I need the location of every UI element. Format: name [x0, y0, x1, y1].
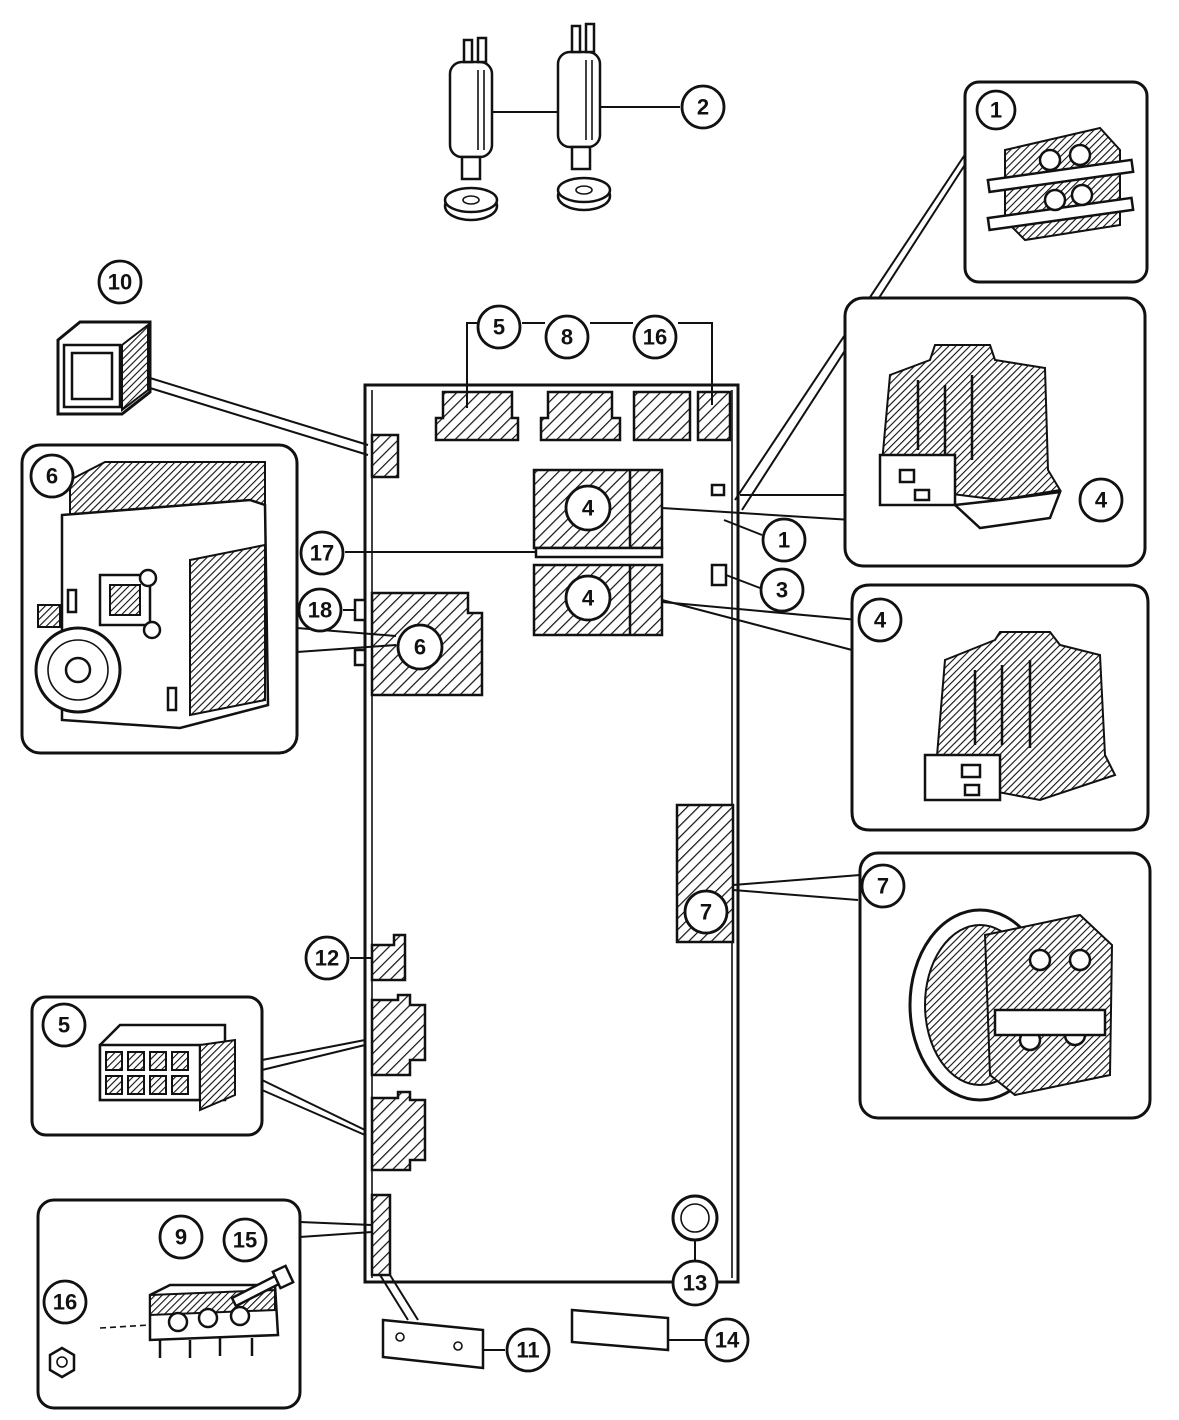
callout-15: 15: [222, 1217, 268, 1263]
callout-label: 6: [46, 464, 58, 489]
control-board: [353, 383, 740, 1284]
board-terminal-9: [370, 1193, 392, 1277]
rocker-switch-10: [56, 320, 152, 416]
board-connector-16: [632, 390, 692, 442]
callout-17: 17: [299, 530, 345, 576]
callout-label: 17: [310, 541, 334, 566]
callout-16-top: 16: [632, 314, 678, 360]
callout-4-inset-b: 4: [857, 597, 903, 643]
bracket-11: [381, 1318, 485, 1370]
callout-label: 4: [874, 608, 887, 633]
callout-label: 5: [58, 1013, 70, 1038]
callout-label: 13: [683, 1271, 707, 1296]
callout-label: 16: [643, 325, 667, 350]
callout-10: 10: [97, 259, 143, 305]
board-connector-5-b: [370, 1090, 427, 1172]
inset-5-connector: [30, 995, 264, 1137]
callout-5-top: 5: [476, 304, 522, 350]
inset-4-contactor-lower: [850, 583, 1150, 832]
callout-11: 11: [505, 1327, 551, 1373]
callout-label: 9: [175, 1225, 187, 1250]
callout-label: 11: [516, 1338, 539, 1363]
inset-4-contactor-upper: [843, 296, 1147, 568]
callout-label: 6: [414, 635, 426, 660]
board-switch-mount: [370, 433, 400, 479]
callout-label: 4: [582, 586, 595, 611]
callout-14: 14: [704, 1317, 750, 1363]
inset-1-filter: [963, 80, 1149, 284]
board-resistor-17: [534, 546, 664, 559]
callout-label: 5: [493, 315, 505, 340]
callout-13: 13: [671, 1259, 719, 1307]
capacitors-2: [443, 22, 612, 222]
callout-label: 7: [700, 900, 712, 925]
callout-3: 3: [759, 567, 805, 613]
callout-label: 3: [776, 578, 788, 603]
board-connector-8: [539, 390, 622, 442]
callout-label: 15: [233, 1228, 257, 1253]
callout-6-inset: 6: [29, 453, 75, 499]
grommet-13: [671, 1194, 719, 1242]
callout-label: 2: [697, 95, 709, 120]
callout-label: 8: [561, 325, 573, 350]
board-connector-12: [370, 933, 407, 982]
callout-9: 9: [158, 1214, 204, 1260]
board-connector-top-right: [696, 390, 732, 442]
callout-6-board: 6: [396, 623, 444, 671]
callout-1-inset: 1: [975, 89, 1017, 131]
callout-label: 4: [582, 496, 595, 521]
callout-label: 16: [53, 1290, 77, 1315]
callout-4-inset-a: 4: [1078, 477, 1124, 523]
callout-label: 18: [308, 598, 332, 623]
callout-8: 8: [544, 314, 590, 360]
board-connector-5-a: [370, 993, 427, 1077]
callout-label: 10: [108, 270, 132, 295]
callout-1-board: 1: [761, 517, 807, 563]
callout-5-inset: 5: [41, 1002, 87, 1048]
callout-16-inset: 16: [42, 1279, 88, 1325]
callout-label: 7: [877, 874, 889, 899]
callout-label: 4: [1095, 488, 1108, 513]
board-connector-5: [434, 390, 520, 442]
callout-2: 2: [680, 84, 726, 130]
label-plate-14: [570, 1308, 670, 1352]
callout-4-board-b: 4: [564, 574, 612, 622]
callout-label: 1: [990, 98, 1002, 123]
callout-label: 14: [715, 1328, 740, 1353]
callout-label: 1: [778, 528, 790, 553]
inset-7-selector: [858, 851, 1152, 1120]
callout-12: 12: [304, 935, 350, 981]
callout-4-board-a: 4: [564, 484, 612, 532]
callout-18: 18: [297, 587, 343, 633]
callout-7-board: 7: [683, 889, 729, 935]
callout-7-inset: 7: [860, 863, 906, 909]
inset-6-timer: [20, 443, 299, 755]
callout-label: 12: [315, 946, 339, 971]
